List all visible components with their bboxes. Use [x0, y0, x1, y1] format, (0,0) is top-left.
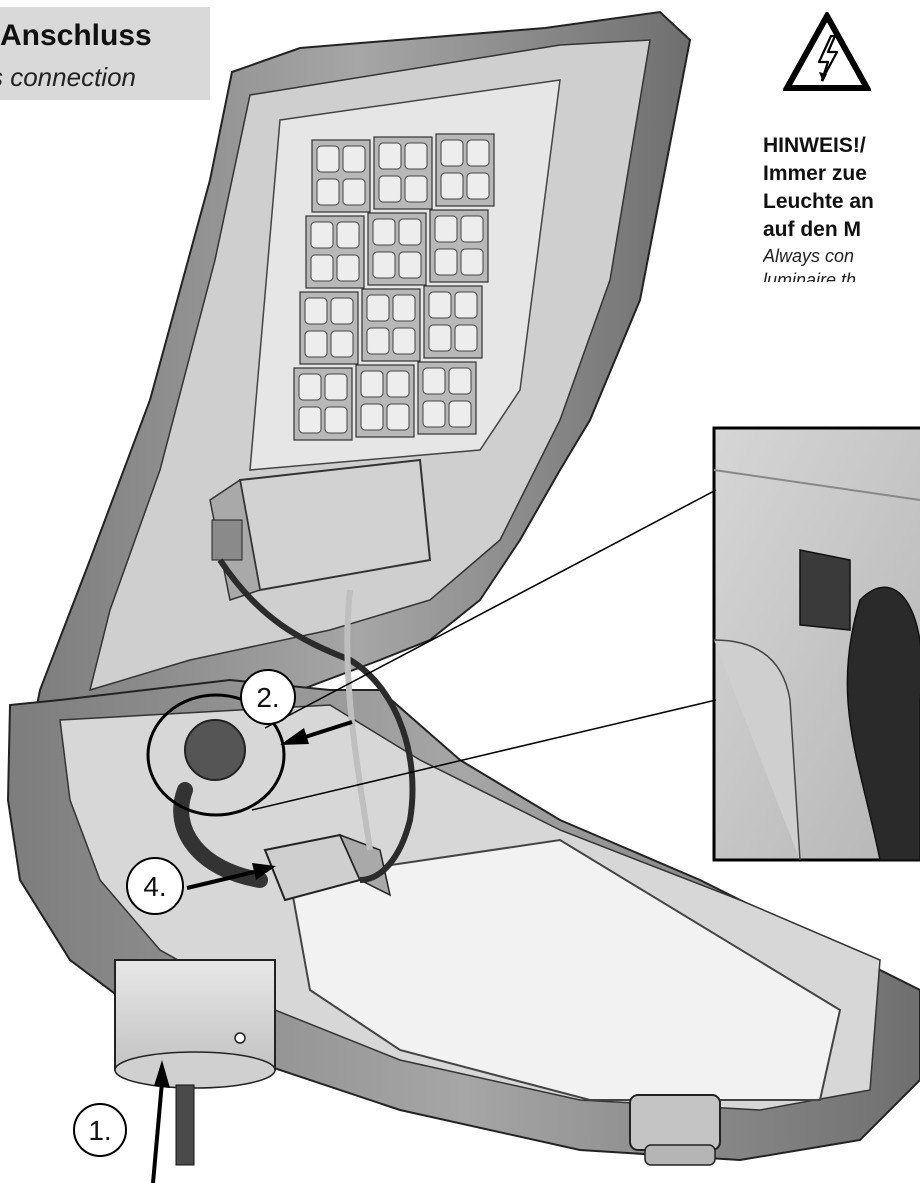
led-lens: [304, 297, 328, 325]
led-lens: [440, 172, 464, 200]
internal-cable: [217, 558, 416, 883]
title-main: -Anschluss: [0, 19, 152, 52]
warning-line-2: Immer zue: [763, 162, 867, 185]
warning-line-4: auf den M: [763, 218, 861, 241]
led-lens: [324, 373, 348, 401]
zoom-leader-top: [264, 489, 717, 729]
led-lens: [386, 370, 410, 398]
step-1-label: 1.: [88, 1115, 111, 1146]
step-1-arrow: [151, 1060, 170, 1183]
mains-cable-entry: [175, 1084, 195, 1166]
led-lens: [304, 330, 328, 358]
led-lens: [378, 175, 402, 203]
led-lens: [316, 145, 340, 173]
zoom-leader-bottom: [251, 699, 717, 811]
led-lens: [428, 291, 452, 319]
led-lens: [386, 403, 410, 431]
led-lens: [460, 248, 484, 276]
led-lens: [372, 218, 396, 246]
step-2-arrow: [280, 720, 353, 745]
step-2-label: 2.: [256, 682, 279, 713]
led-lens: [434, 215, 458, 243]
led-lens: [404, 142, 428, 170]
led-lens: [324, 406, 348, 434]
led-lens: [398, 218, 422, 246]
led-lens: [392, 294, 416, 322]
led-module-grid: [293, 133, 495, 441]
warning-english-line-1: Always con: [763, 246, 855, 266]
led-lens: [398, 251, 422, 279]
led-lens: [454, 324, 478, 352]
led-lens: [360, 370, 384, 398]
step-4-arrow: [186, 863, 276, 890]
led-lens: [336, 221, 360, 249]
step-4-label: 4.: [143, 871, 166, 902]
step-1-callout: 1.: [73, 1103, 127, 1157]
title-box: -Anschluss s connection: [0, 7, 210, 100]
warning-english-line-2: luminaire th: [763, 270, 857, 282]
led-lens: [428, 324, 452, 352]
led-lens: [448, 400, 472, 428]
led-lens: [342, 178, 366, 206]
led-lens: [466, 139, 490, 167]
earth-cable: [344, 589, 373, 851]
led-lens: [422, 400, 446, 428]
warning-note: HINWEIS!/ Immer zue Leuchte an auf den M…: [763, 132, 920, 282]
high-voltage-warning-icon: [783, 12, 871, 91]
led-lens: [460, 215, 484, 243]
led-lens: [378, 142, 402, 170]
connector-highlight: [146, 693, 286, 817]
title-subtitle: s connection: [0, 62, 136, 92]
led-lens: [404, 175, 428, 203]
driver-box: [209, 458, 432, 601]
step-2-callout: 2.: [240, 669, 296, 725]
led-lens: [434, 248, 458, 276]
pole-socket: [114, 959, 276, 1089]
led-lens: [310, 254, 334, 282]
led-lens: [298, 373, 322, 401]
step-4-callout: 4.: [126, 857, 184, 915]
led-lens: [454, 291, 478, 319]
led-lens: [316, 178, 340, 206]
zoom-detail: [712, 426, 920, 862]
led-lens: [330, 297, 354, 325]
led-lens: [392, 327, 416, 355]
connector-detail: [184, 719, 246, 781]
warning-line-3: Leuchte an: [763, 190, 874, 213]
led-lens: [366, 327, 390, 355]
led-lens: [342, 145, 366, 173]
warning-line-1: HINWEIS!/: [763, 134, 866, 157]
led-lens: [336, 254, 360, 282]
led-lens: [440, 139, 464, 167]
led-lens: [360, 403, 384, 431]
led-lens: [330, 330, 354, 358]
led-lens: [372, 251, 396, 279]
led-lens: [422, 367, 446, 395]
led-lens: [448, 367, 472, 395]
led-lens: [466, 172, 490, 200]
led-lens: [366, 294, 390, 322]
led-lens: [310, 221, 334, 249]
led-lens: [298, 406, 322, 434]
